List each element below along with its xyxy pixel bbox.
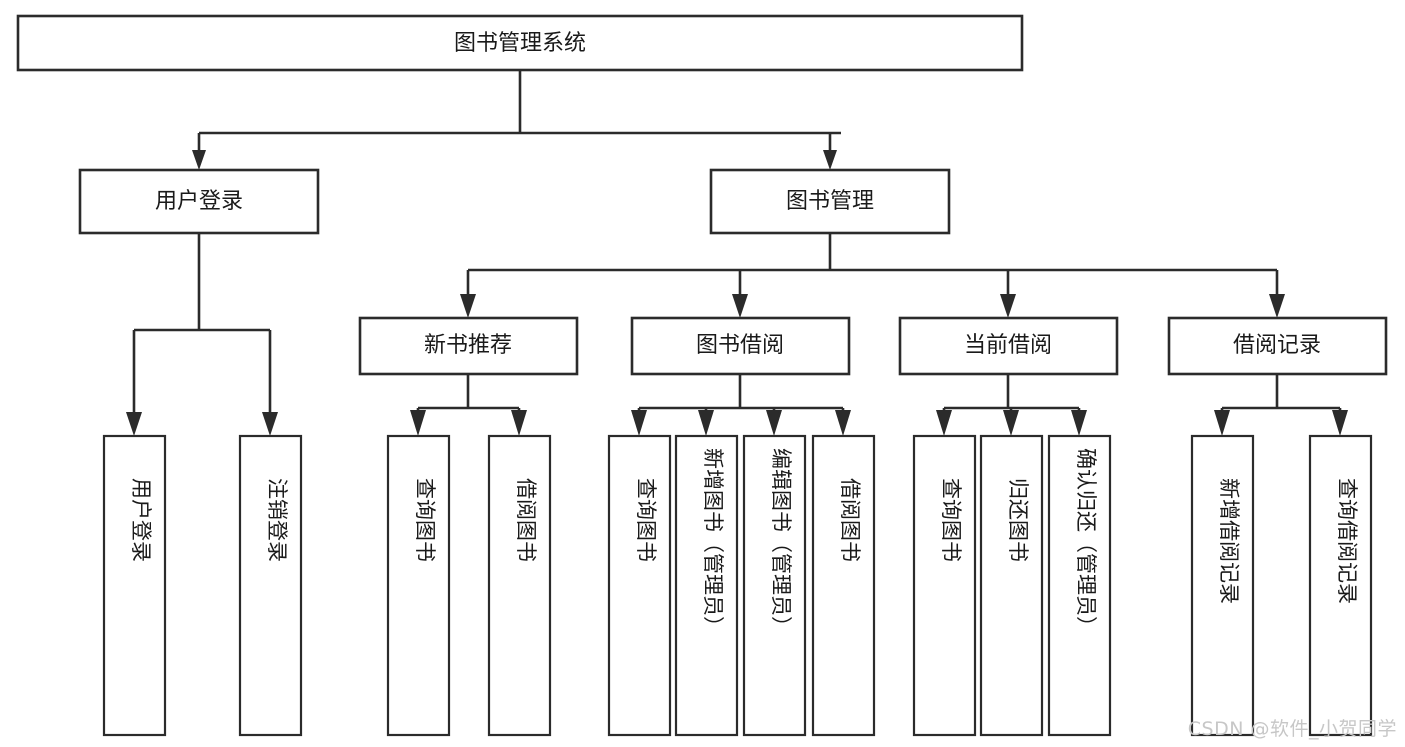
leaf-cb-return-book[interactable]: 归还图书 (979, 434, 1044, 737)
arrow-nbr-leaf2 (511, 410, 527, 436)
arrow-bb-leaf2 (698, 410, 714, 436)
leaf-nbr-borrow-book[interactable]: 借阅图书 (487, 434, 552, 737)
arrow-borrow-record (1269, 294, 1285, 318)
leaf-bb-query-book-label: 查询图书 (634, 478, 658, 562)
user-login-box[interactable] (78, 168, 320, 235)
arrow-cb-leaf2 (1003, 410, 1019, 436)
leaf-bb-edit-book-box[interactable] (742, 434, 807, 737)
borrow-record-label: 借阅记录 (1233, 333, 1321, 358)
new-book-recommend-box[interactable] (358, 316, 579, 376)
leaf-nbr-query-book-label: 查询图书 (413, 478, 437, 562)
leaf-cb-query-book-label: 查询图书 (939, 478, 963, 562)
arrow-bb-leaf4 (835, 410, 851, 436)
user-login-label: 用户登录 (155, 189, 243, 214)
leaf-nbr-query-book-box[interactable] (386, 434, 451, 737)
arrow-cb-leaf1 (936, 410, 952, 436)
leaf-bb-borrow-book-box[interactable] (811, 434, 876, 737)
leaf-bb-edit-book-label: 编辑图书（管理员） (769, 448, 793, 637)
arrow-leaf-logout (262, 412, 278, 436)
arrow-book-borrow (732, 294, 748, 318)
leaf-bb-borrow-book[interactable]: 借阅图书 (811, 434, 876, 737)
leaf-bb-query-book[interactable]: 查询图书 (607, 434, 672, 737)
arrow-br-leaf2 (1332, 410, 1348, 436)
current-borrow-label: 当前借阅 (964, 333, 1052, 358)
edge-layer (126, 70, 1348, 436)
leaf-cb-confirm-return-box[interactable] (1047, 434, 1112, 737)
node-user-login[interactable]: 用户登录 (78, 168, 320, 235)
leaf-nbr-borrow-book-box[interactable] (487, 434, 552, 737)
arrow-current-borrow (1000, 294, 1016, 318)
node-new-book-recommend[interactable]: 新书推荐 (358, 316, 579, 376)
leaf-cb-query-book[interactable]: 查询图书 (912, 434, 977, 737)
arrow-cb-leaf3 (1071, 410, 1087, 436)
leaf-cb-confirm-return[interactable]: 确认归还（管理员） (1047, 434, 1112, 737)
leaf-nbr-borrow-book-label: 借阅图书 (514, 478, 538, 562)
book-borrow-box[interactable] (630, 316, 851, 376)
leaf-br-query-record[interactable]: 查询借阅记录 (1308, 434, 1373, 737)
arrow-br-leaf1 (1214, 410, 1230, 436)
leaf-cb-confirm-return-label: 确认归还（管理员） (1074, 448, 1098, 637)
node-current-borrow[interactable]: 当前借阅 (898, 316, 1119, 376)
arrow-bb-leaf1 (631, 410, 647, 436)
leaf-br-query-record-label: 查询借阅记录 (1335, 478, 1359, 604)
arrow-new-book-rec (460, 294, 476, 318)
leaf-user-login[interactable]: 用户登录 (102, 434, 167, 737)
leaf-br-add-record-box[interactable] (1190, 434, 1255, 737)
root-label: 图书管理系统 (454, 31, 586, 56)
leaf-user-login-box[interactable] (102, 434, 167, 737)
node-book-manage[interactable]: 图书管理 (709, 168, 951, 235)
leaf-br-add-record[interactable]: 新增借阅记录 (1190, 434, 1255, 737)
root-box[interactable] (16, 14, 1024, 72)
leaf-br-add-record-label: 新增借阅记录 (1217, 478, 1241, 604)
arrow-leaf-user-login (126, 412, 142, 436)
new-book-recommend-label: 新书推荐 (424, 333, 512, 358)
leaf-bb-add-book-label: 新增图书（管理员） (701, 448, 725, 637)
arrow-nbr-leaf1 (410, 410, 426, 436)
node-root[interactable]: 图书管理系统 (16, 14, 1024, 72)
leaf-nbr-query-book[interactable]: 查询图书 (386, 434, 451, 737)
current-borrow-box[interactable] (898, 316, 1119, 376)
leaf-bb-borrow-book-label: 借阅图书 (838, 478, 862, 562)
leaf-bb-add-book[interactable]: 新增图书（管理员） (674, 434, 739, 737)
book-manage-box[interactable] (709, 168, 951, 235)
leaf-bb-query-book-box[interactable] (607, 434, 672, 737)
node-book-borrow[interactable]: 图书借阅 (630, 316, 851, 376)
leaf-br-query-record-box[interactable] (1308, 434, 1373, 737)
leaf-user-login-label: 用户登录 (129, 478, 153, 562)
arrow-bb-leaf3 (766, 410, 782, 436)
node-borrow-record[interactable]: 借阅记录 (1167, 316, 1388, 376)
leaf-cb-query-book-box[interactable] (912, 434, 977, 737)
leaf-cb-return-book-label: 归还图书 (1006, 478, 1030, 562)
arrow-book-manage (823, 150, 837, 170)
leaf-bb-add-book-box[interactable] (674, 434, 739, 737)
leaf-logout[interactable]: 注销登录 (238, 434, 303, 737)
arrow-user-login (192, 150, 206, 170)
book-borrow-label: 图书借阅 (696, 333, 784, 358)
leaf-logout-label: 注销登录 (265, 478, 289, 562)
leaf-cb-return-book-box[interactable] (979, 434, 1044, 737)
book-manage-label: 图书管理 (786, 189, 874, 214)
leaf-logout-box[interactable] (238, 434, 303, 737)
borrow-record-box[interactable] (1167, 316, 1388, 376)
leaf-bb-edit-book[interactable]: 编辑图书（管理员） (742, 434, 807, 737)
